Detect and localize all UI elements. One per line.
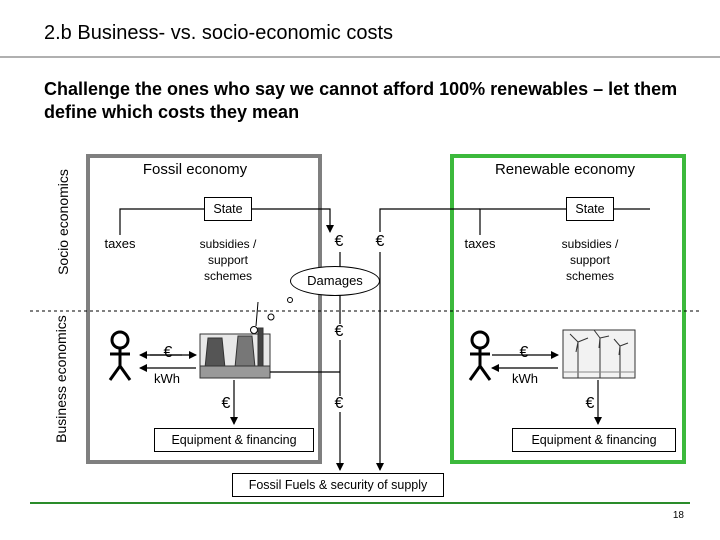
renewable-subsidies: subsidies / support schemes xyxy=(561,237,619,283)
renewable-kwh-flow: kWh xyxy=(512,371,538,386)
wind-farm-icon xyxy=(562,329,636,379)
fossil-kwh-flow: kWh xyxy=(154,371,180,386)
title-divider xyxy=(0,56,720,58)
middle-euro-4: € xyxy=(331,396,347,412)
damages-bubble: Damages xyxy=(290,266,380,296)
renewable-taxes: taxes xyxy=(464,236,496,251)
middle-euro-3: € xyxy=(331,324,347,340)
renewable-heading: Renewable economy xyxy=(494,161,636,178)
fossil-frame xyxy=(86,154,322,464)
footer-divider xyxy=(30,502,690,504)
fossil-equipment-box: Equipment & financing xyxy=(154,428,314,452)
fossil-state-box: State xyxy=(204,197,252,221)
business-economics-label: Business economics xyxy=(53,315,69,443)
fossil-heading: Fossil economy xyxy=(142,161,248,178)
renewable-consumer-icon xyxy=(468,330,492,381)
power-plant-icon xyxy=(199,301,271,379)
renewable-euro-down: € xyxy=(585,395,595,412)
renewable-euro-flow: € xyxy=(519,344,529,361)
fossil-euro-flow: € xyxy=(163,344,173,361)
middle-euro-1: € xyxy=(334,233,344,250)
fossil-euro-down: € xyxy=(221,395,231,412)
slide-subtitle: Challenge the ones who say we cannot aff… xyxy=(44,79,678,122)
fossil-taxes: taxes xyxy=(104,236,136,251)
socio-economics-label: Socio economics xyxy=(55,169,71,275)
fossil-subsidies: subsidies / support schemes xyxy=(199,237,257,283)
renewable-equipment-box: Equipment & financing xyxy=(512,428,676,452)
fossil-fuels-supply-box: Fossil Fuels & security of supply xyxy=(232,473,444,497)
renewable-state-box: State xyxy=(566,197,614,221)
renewable-frame xyxy=(450,154,686,464)
fossil-consumer-icon xyxy=(108,330,132,381)
slide-title: 2.b Business- vs. socio-economic costs xyxy=(44,22,394,44)
middle-euro-2: € xyxy=(375,233,385,250)
page-number: 18 xyxy=(672,510,684,521)
